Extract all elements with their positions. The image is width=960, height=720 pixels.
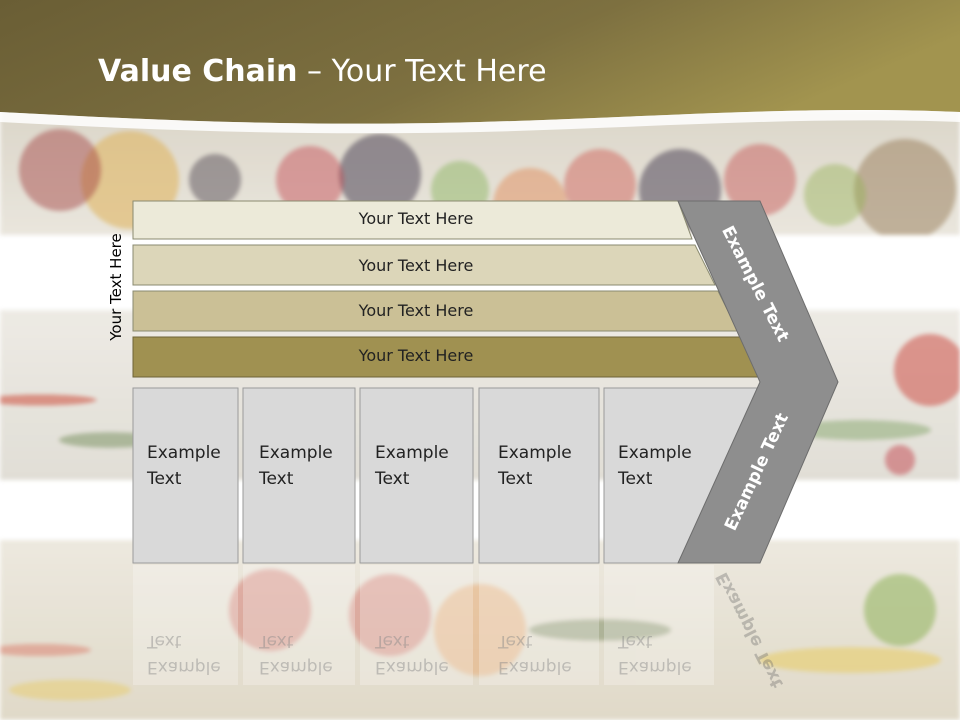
page-title: Value Chain – Your Text Here — [98, 54, 547, 89]
box-reflection-2-line1: Example — [259, 657, 333, 677]
box-text-5: Example Text — [618, 440, 692, 492]
title-rest: – Your Text Here — [297, 54, 547, 89]
box-2 — [242, 387, 356, 564]
box-text-4-line2: Text — [498, 469, 533, 489]
bar-label-1: Your Text Here — [358, 209, 474, 228]
box-text-1-line2: Text — [147, 469, 182, 489]
box-text-4: Example Text — [498, 440, 572, 492]
box-reflection-3-line1: Example — [375, 657, 449, 677]
side-label: Your Text Here — [107, 233, 125, 341]
box-text-4-line1: Example — [498, 443, 572, 463]
box-reflection-4-line1: Example — [498, 657, 572, 677]
box-3 — [359, 387, 474, 564]
box-reflection-2: Example Text — [259, 628, 333, 680]
box-1 — [132, 387, 239, 564]
box-reflection-1: Example Text — [147, 628, 221, 680]
bar-label-2: Your Text Here — [358, 256, 474, 275]
box-text-5-line1: Example — [618, 443, 692, 463]
bar-label-4: Your Text Here — [358, 346, 474, 365]
box-reflection-1-line2: Text — [147, 631, 182, 651]
box-reflection-1-line1: Example — [147, 657, 221, 677]
box-text-2-line1: Example — [259, 443, 333, 463]
box-text-1: Example Text — [147, 440, 221, 492]
box-reflection-4: Example Text — [498, 628, 572, 680]
box-text-1-line1: Example — [147, 443, 221, 463]
box-text-5-line2: Text — [618, 469, 653, 489]
reflection-group — [133, 565, 714, 685]
box-reflection-5: Example Text — [618, 628, 692, 680]
box-reflection-2-line2: Text — [259, 631, 294, 651]
box-reflection-3: Example Text — [375, 628, 449, 680]
bar-label-3: Your Text Here — [358, 301, 474, 320]
fruit-band-bottom — [0, 540, 960, 720]
bar-1 — [132, 200, 693, 240]
box-reflection-3-line2: Text — [375, 631, 410, 651]
chevron-arrow — [677, 200, 839, 564]
box-reflection-4-line2: Text — [498, 631, 533, 651]
box-text-2: Example Text — [259, 440, 333, 492]
box-text-2-line2: Text — [259, 469, 294, 489]
header-banner — [0, 0, 960, 134]
box-text-3-line2: Text — [375, 469, 410, 489]
box-reflection-5-line1: Example — [618, 657, 692, 677]
bar-2 — [132, 244, 716, 286]
box-text-3: Example Text — [375, 440, 449, 492]
title-bold: Value Chain — [98, 54, 298, 89]
box-reflection-5-line2: Text — [618, 631, 653, 651]
box-text-3-line1: Example — [375, 443, 449, 463]
box-4 — [478, 387, 600, 564]
